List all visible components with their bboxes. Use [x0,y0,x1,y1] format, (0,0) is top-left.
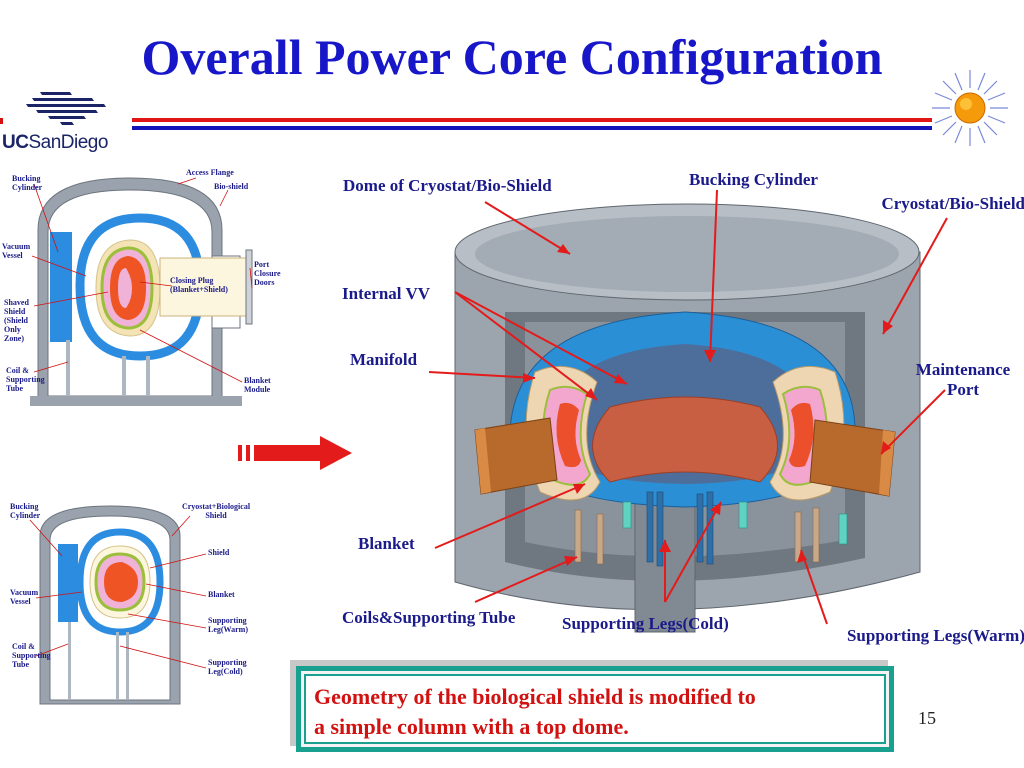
label-coil-supporting-tube: Coil & Supporting Tube [6,366,45,393]
title-rule-blue [132,126,932,130]
note-line-1: Geometry of the biological shield is mod… [314,684,756,709]
note-line-2: a simple column with a top dome. [314,714,629,739]
label-coils-supporting-tube: Coils&Supporting Tube [342,608,516,627]
transition-arrow-icon [238,436,352,470]
label-blanket-2: Blanket [208,590,235,599]
label-access-flange: Access Flange [186,168,234,177]
label-vacuum-vessel-2: Vacuum Vessel [10,588,39,606]
label-shield: Shield [208,548,230,557]
top-cross-section-figure [30,177,253,406]
label-closing-plug: Closing Plug (Blanket+Shield) [170,276,228,294]
power-core-3d-diagram: Dome of Cryostat/Bio-Shield Bucking Cyli… [335,162,1024,652]
ucsd-logo-text: UCSanDiego [2,132,108,153]
page-number: 15 [918,708,936,728]
label-port-closure-doors: Port Closure Doors [254,260,281,287]
label-cryostat-bio-shield: Cryostat/Bio-Shield [881,194,1024,213]
label-bio-shield: Bio-shield [214,182,249,191]
label-bucking-cylinder-main: Bucking Cylinder [689,170,818,189]
label-cryostat-biological-shield: Cryostat+Biological Shield [181,502,251,520]
bottom-cross-section-figure [29,505,207,705]
label-vacuum-vessel: Vacuum Vessel [2,242,31,260]
label-dome: Dome of Cryostat/Bio-Shield [343,176,552,195]
ucsd-logo [0,92,106,125]
power-core-3d-figure [428,189,948,633]
label-supporting-leg-warm: Supporting Leg(Warm) [208,616,248,634]
bottom-cross-section-diagram: Bucking Cylinder Cryostat+Biological Shi… [0,496,290,716]
label-internal-vv: Internal VV [342,284,430,303]
label-blanket-main: Blanket [358,534,415,553]
title-rule-red [132,118,932,122]
label-bucking-cylinder-2: Bucking Cylinder [10,502,41,520]
label-bucking-cylinder: Bucking Cylinder [12,174,43,192]
label-manifold: Manifold [350,350,418,369]
slide-title: Overall Power Core Configuration [141,29,883,85]
sun-icon [932,70,1008,146]
label-supporting-legs-cold: Supporting Legs(Cold) [562,614,729,633]
label-maintenance-port: Maintenance Port [915,360,1011,399]
label-supporting-leg-cold: Supporting Leg(Cold) [208,658,247,676]
note-box: Geometry of the biological shield is mod… [296,666,894,752]
top-cross-section-diagram: Bucking Cylinder Access Flange Bio-shiel… [0,160,290,440]
note-text: Geometry of the biological shield is mod… [304,674,886,744]
label-shaved-shield: Shaved Shield (Shield Only Zone) [4,298,29,343]
label-coil-supporting-tube-2: Coil & Supporting Tube [12,642,51,669]
label-supporting-legs-warm: Supporting Legs(Warm) [846,626,1024,645]
label-blanket-module: Blanket Module [244,376,271,394]
